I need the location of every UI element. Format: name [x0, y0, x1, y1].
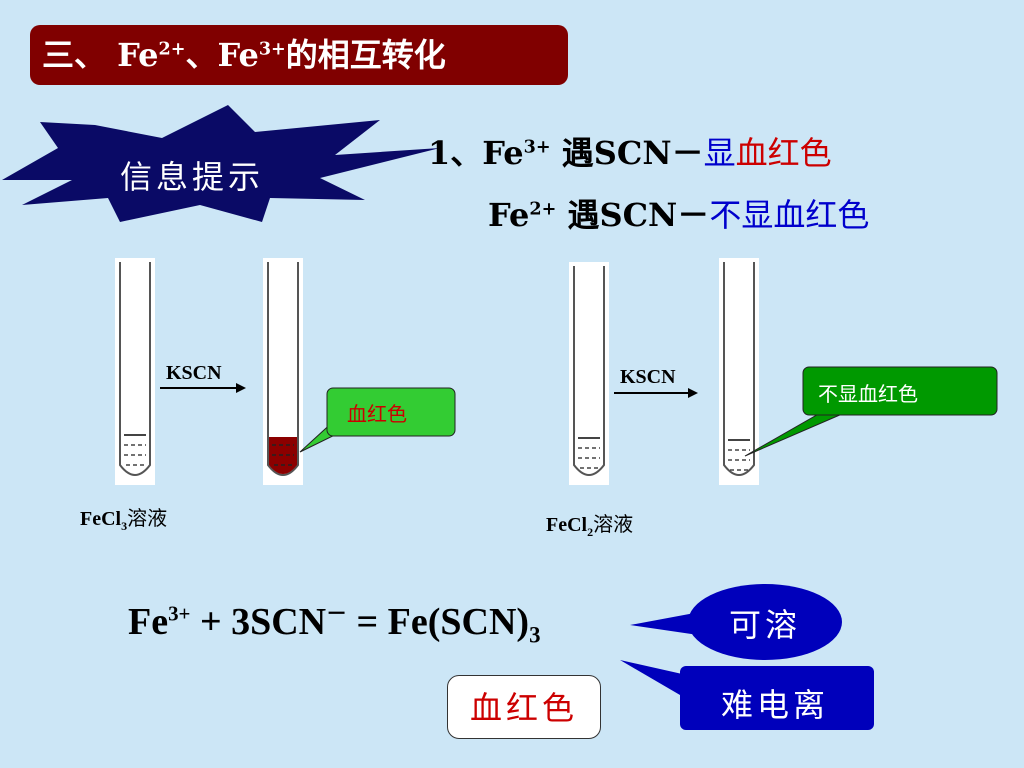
callout-hard-ionize-text: 难电离 — [720, 686, 829, 724]
info-burst-shape — [2, 105, 440, 222]
solution-label-fecl3: FeCl3溶液 — [80, 506, 168, 533]
reagent-label-right: KSCN — [620, 366, 676, 388]
test-tube-blood-red — [263, 258, 303, 485]
callout-no-color-text: 不显血红色 — [818, 382, 918, 406]
reagent-label-left: KSCN — [166, 362, 222, 384]
callout-hard-ionize — [620, 660, 874, 730]
callout-no-color — [744, 366, 998, 457]
fact-fe2-scn: Fe2+ 遇SCN－不显血红色 — [488, 196, 870, 234]
solution-label-fecl2: FeCl2溶液 — [546, 512, 634, 539]
test-tube-no-color — [719, 258, 759, 485]
callout-blood-red — [299, 387, 456, 453]
fact-fe3-scn: 1、Fe3+ 遇SCN－显血红色 — [428, 134, 832, 172]
info-burst-label: 信息提示 — [120, 158, 265, 196]
reaction-equation: Fe3+ + 3SCN－ = Fe(SCN)3 — [128, 601, 541, 648]
reaction-arrow-left — [160, 383, 246, 393]
callout-soluble-text: 可溶 — [728, 606, 801, 644]
test-tube-fecl3 — [115, 258, 155, 485]
callout-blood-red-text: 血红色 — [347, 402, 407, 426]
reaction-arrow-right — [614, 388, 698, 398]
slide-title: 三、 Fe2+、Fe3+的相互转化 — [30, 25, 568, 85]
product-color-box: 血红色 — [447, 675, 601, 739]
test-tube-fecl2 — [569, 262, 609, 485]
callout-soluble — [630, 584, 842, 660]
